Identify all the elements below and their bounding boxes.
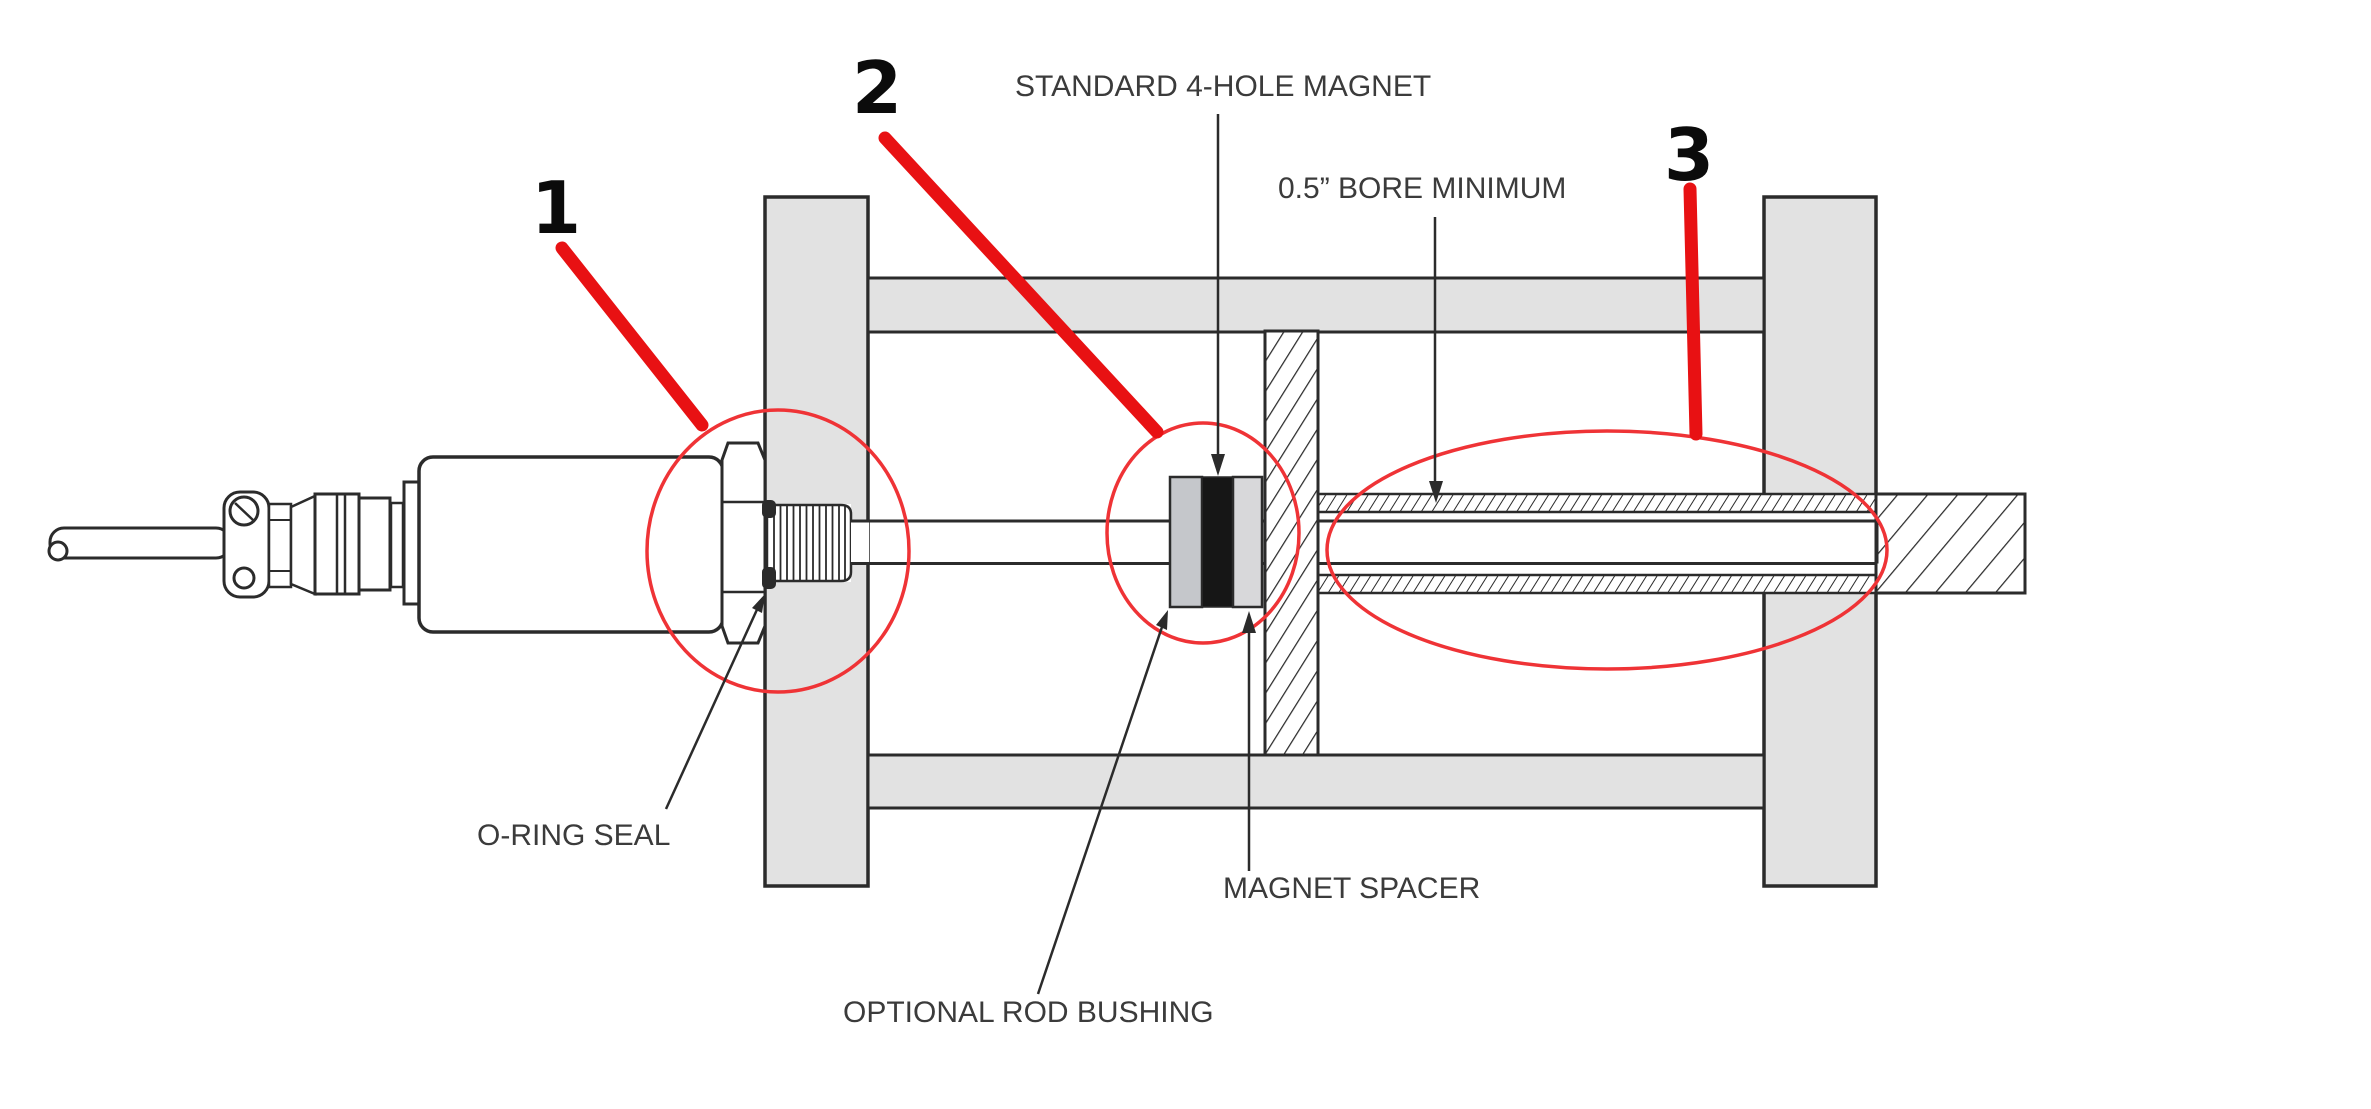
thread-lines (773, 506, 846, 580)
callout-number-3: 3 (1664, 113, 1714, 197)
cylinder-body (763, 195, 1878, 888)
clamp-hole (232, 566, 256, 590)
thread-section (765, 503, 853, 583)
magnet-assembly (1168, 475, 1264, 609)
connector-neck (389, 501, 405, 589)
piston-hatched (1263, 329, 1320, 757)
magnet-spacer-block (1231, 475, 1264, 609)
screw-slot (234, 502, 254, 521)
label-standard-magnet: STANDARD 4-HOLE MAGNET (1015, 70, 1431, 103)
magnet-block (1201, 476, 1234, 608)
bushing-leader-line (1036, 623, 1165, 995)
highlight-ellipses (645, 408, 1889, 694)
sensor-assembly (47, 441, 776, 645)
highlight-ellipse-2 (1105, 421, 1301, 645)
o-ring-top (762, 500, 776, 518)
rod-top-wall (1316, 492, 1882, 514)
sensor-probe (851, 519, 1879, 565)
callout-number-2: 2 (852, 46, 902, 130)
label-magnet-spacer: MAGNET SPACER (1223, 872, 1480, 905)
callout-line-3 (1683, 182, 1703, 441)
cable-tip (47, 540, 69, 562)
backshell-taper (289, 494, 317, 596)
cable (48, 526, 232, 560)
rod-bottom-wall (1316, 573, 1882, 595)
sensor-housing (417, 455, 725, 634)
red-callout-lines (555, 131, 1703, 441)
magnet-arrowhead (1211, 454, 1225, 476)
backshell-step (267, 502, 293, 589)
rod-bushing-block (1168, 475, 1204, 609)
callout-number-1: 1 (531, 166, 581, 250)
oring-leader-line (664, 602, 762, 810)
label-rod-bushing: OPTIONAL ROD BUSHING (843, 996, 1214, 1029)
bottom-tie-bar (866, 753, 1766, 810)
bore-arrowhead (1429, 481, 1443, 503)
callout-line-1 (555, 241, 709, 432)
text-labels: STANDARD 4-HOLE MAGNET 0.5” BORE MINIMUM… (477, 46, 1714, 1029)
rod-end-block (1874, 492, 2027, 595)
connector-ring (357, 496, 392, 592)
bushing-arrowhead (1156, 610, 1168, 630)
connector-flange (402, 480, 421, 606)
oring-arrowhead (752, 594, 765, 613)
label-bore-minimum: 0.5” BORE MINIMUM (1278, 172, 1566, 205)
probe-passage (851, 521, 869, 564)
o-ring-bottom (762, 567, 776, 589)
piston-rod (1316, 492, 2027, 595)
sensor-port (765, 503, 869, 583)
label-oring-seal: O-RING SEAL (477, 819, 670, 852)
highlight-ellipse-3 (1325, 429, 1889, 671)
highlight-ellipse-1 (645, 408, 911, 694)
callout-line-2 (878, 131, 1164, 439)
annotation-leaders (664, 114, 1443, 995)
hex-nut (720, 441, 767, 645)
top-tie-bar (866, 276, 1766, 334)
spacer-arrowhead (1242, 611, 1256, 633)
